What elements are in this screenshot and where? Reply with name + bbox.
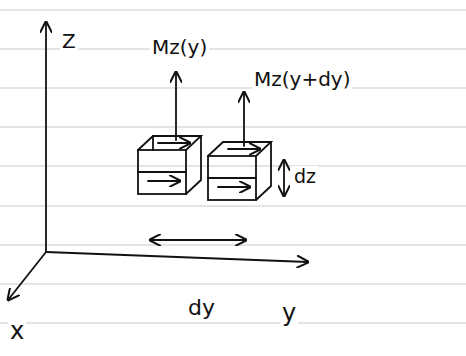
ruled-lines: [0, 10, 466, 323]
dimension-label: dy: [186, 296, 217, 320]
magnetization-arrow: [175, 72, 177, 140]
axis-label: x: [8, 318, 26, 344]
x-axis: [8, 252, 46, 300]
y-axis: [46, 252, 308, 262]
volume-element: [208, 142, 271, 200]
quantity-label: Mz(y): [150, 36, 209, 58]
z-axis: [45, 22, 47, 252]
volume-element: [138, 136, 201, 194]
magnetization-arrow: [243, 92, 245, 146]
axis-label: y: [280, 300, 298, 326]
axis-label: Z: [60, 30, 78, 52]
dimension-arrow: [283, 160, 285, 196]
dimension-arrow: [150, 239, 246, 241]
dimension-label: dz: [292, 166, 318, 187]
quantity-label: Mz(y+dy): [252, 68, 352, 90]
